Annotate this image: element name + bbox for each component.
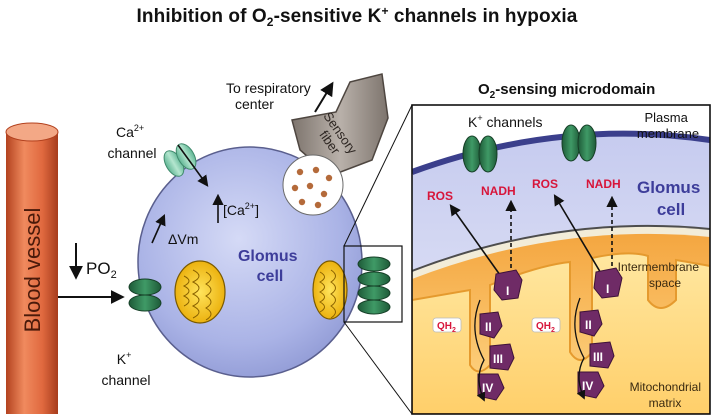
microdomain-frame: [411, 104, 711, 415]
microdomain-panel: [412, 105, 710, 414]
etc-chain-2: [574, 267, 623, 400]
title-text-2: -sensitive K: [273, 6, 382, 27]
nadh-label-2: NADH: [586, 177, 621, 191]
microdomain-heading: O2-sensing microdomain: [478, 81, 655, 101]
complex-1-label-2: I: [606, 282, 609, 296]
ros-label-1: ROS: [427, 189, 453, 203]
ros-arrow-2: [553, 194, 606, 281]
po2-label: PO2: [86, 259, 117, 281]
zoom-line-top: [343, 104, 413, 247]
figure-title: Inhibition of O2-sensitive K+ channels i…: [0, 4, 714, 29]
qh2-badge-1: [432, 317, 462, 333]
microdomain-glomus-label: Glomus cell: [637, 178, 705, 219]
qh2-label-2: QH2: [536, 321, 555, 334]
ros-arrow-1: [449, 204, 506, 283]
complex-4-label-2: IV: [582, 379, 593, 393]
k-channel-left: [128, 278, 162, 312]
microdomain-k-channel-2: [561, 124, 597, 162]
vesicle-granules: [291, 166, 333, 209]
title-o2-subscript: 2: [266, 15, 274, 29]
ca-influx-arrow: [177, 144, 209, 187]
ca-channel-label: Ca2+ channel: [107, 118, 156, 161]
blood-vessel-label: Blood vessel: [20, 208, 45, 333]
complex-3-label-1: III: [493, 352, 503, 366]
zoom-box: [343, 245, 403, 323]
ca-concentration-label: [Ca2+]: [223, 201, 259, 218]
etc-chain-1: [474, 269, 523, 402]
complex-2-label-2: II: [585, 318, 592, 332]
plasma-membrane-label: Plasma membrane: [637, 110, 699, 141]
glomus-cell-label: Glomus cell: [238, 248, 302, 285]
respiratory-center-label: To respiratory center: [226, 80, 315, 112]
nadh-label-1: NADH: [481, 184, 516, 198]
ros-label-2: ROS: [532, 177, 558, 191]
delta-vm-arrow: [151, 213, 166, 244]
complex-2-label-1: II: [485, 320, 492, 334]
k-channels-label: K+ channels: [468, 113, 543, 130]
mitochondrion-right: [312, 260, 348, 320]
title-text-3: channels in hypoxia: [388, 6, 578, 27]
complex-1-label-1: I: [506, 284, 509, 298]
blood-vessel: [5, 122, 59, 414]
complex-3-label-2: III: [593, 350, 603, 364]
qh2-badge-2: [531, 317, 561, 333]
k-channel-right-pair: [357, 256, 391, 315]
matrix-label: Mitochondrial matrix: [630, 380, 705, 410]
delta-vm-label: ΔVm: [168, 231, 198, 247]
title-k-superscript: +: [381, 4, 389, 18]
microdomain-k-channel-1: [462, 135, 498, 173]
k-channel-label: K+ channel: [101, 345, 150, 388]
intermembrane-label: Intermembrane space: [618, 260, 703, 290]
qh2-label-1: QH2: [437, 321, 456, 334]
respiratory-arrow: [314, 81, 334, 113]
zoom-line-bottom: [343, 321, 413, 415]
title-text-1: Inhibition of O: [136, 6, 267, 27]
complex-4-label-1: IV: [482, 381, 493, 395]
mitochondrion-left: [174, 260, 226, 324]
